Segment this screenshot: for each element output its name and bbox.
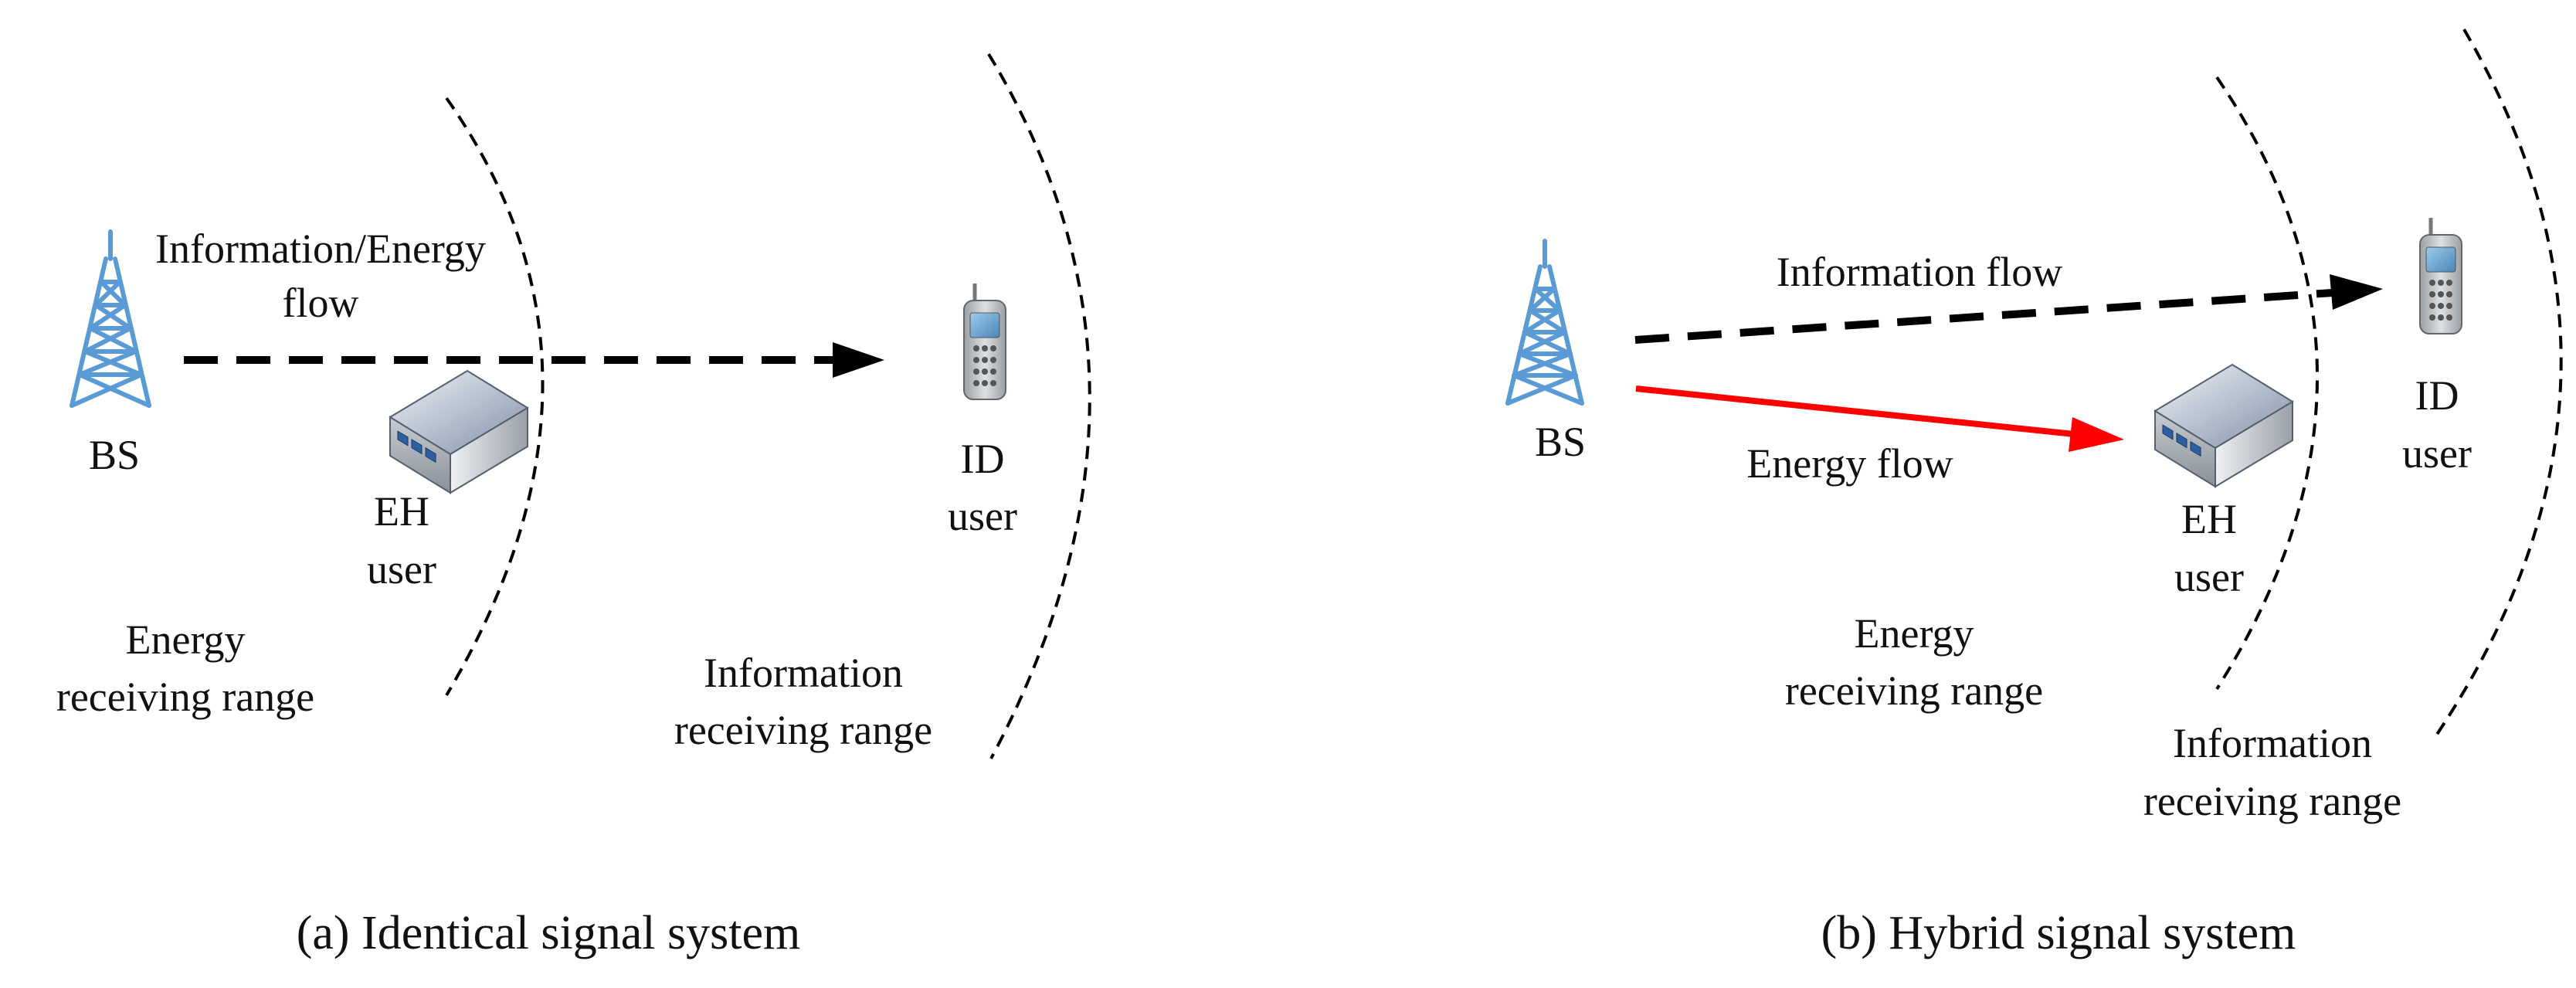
info-range-arc [987,53,1091,759]
id-label-line1: ID [2415,372,2459,419]
eh-label-line2: user [2174,554,2244,600]
panel-a: Information/Energy flow BS EH user ID us… [56,53,1091,959]
eh-device-icon [2153,363,2294,488]
energy-range-arc [445,97,545,697]
energy-range-line1: Energy [126,616,246,663]
energy-range-line1: Energy [1855,610,1974,657]
eh-label-line1: EH [2181,496,2237,542]
bs-label: BS [1535,419,1586,465]
caption-b: (b) Hybrid signal system [1821,907,2296,959]
energy-flow-label: Energy flow [1746,440,1953,487]
energy-range-arc [2215,76,2319,691]
mobile-phone-icon [2419,218,2462,334]
mobile-phone-icon [963,283,1006,400]
info-energy-flow-arrowhead [833,342,884,378]
id-label-line2: user [948,493,1017,539]
panel-b: Information flow Energy flow BS EH user … [1505,28,2563,959]
caption-a: (a) Identical signal system [297,907,801,959]
eh-label-line1: EH [374,488,429,535]
flow-label-line1: Information/Energy [155,226,486,272]
info-range-arc [2432,28,2563,742]
energy-flow-arrow [1635,385,2075,437]
info-range-line2: receiving range [674,707,932,753]
bs-label: BS [89,432,140,478]
info-flow-arrow [1634,289,2333,344]
info-range-line1: Information [2173,720,2372,766]
id-label-line2: user [2402,430,2472,477]
info-range-line2: receiving range [2143,778,2401,824]
flow-label-line2: flow [283,280,359,326]
info-flow-label: Information flow [1777,249,2062,295]
eh-label-line2: user [367,546,436,592]
eh-device-icon [389,369,529,494]
energy-range-line2: receiving range [1785,667,2043,714]
base-station-tower-icon [1505,239,1584,406]
id-label-line1: ID [961,436,1005,482]
info-flow-arrowhead [2330,274,2383,310]
energy-flow-arrowhead [2069,417,2124,452]
info-range-line1: Information [704,650,903,696]
energy-range-line2: receiving range [56,674,314,720]
base-station-tower-icon [70,229,151,408]
